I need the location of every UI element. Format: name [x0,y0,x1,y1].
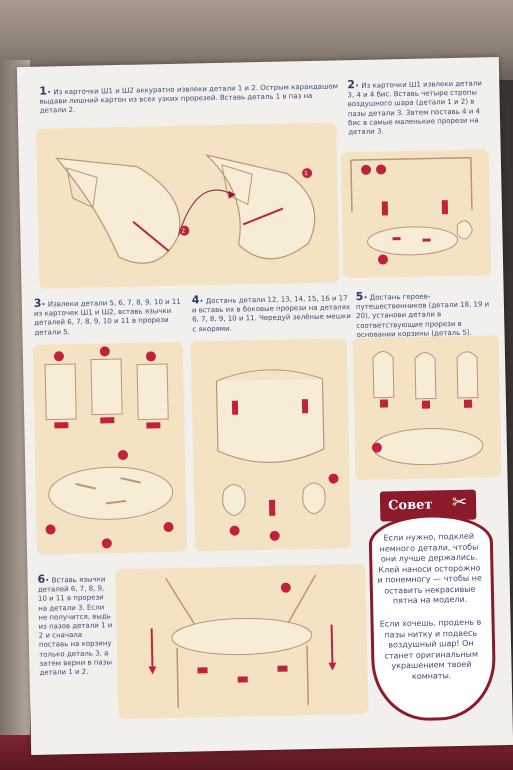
basket-base-drawing [350,156,473,265]
step-1-text: 1• Из карточки Ш1 и Ш2 аккуратно извлеки… [39,82,339,116]
step-4-text: 4• Достань детали 12, 13, 14, 15, 16 и 1… [191,293,351,334]
step-2-illustration [340,149,492,279]
final-assembly-drawing [148,574,337,708]
instruction-page: 1• Из карточки Ш1 и Ш2 аккуратно извлеки… [16,57,513,755]
tip-paragraph-2: Если хочешь, продень в пазы нитку и подв… [379,617,482,681]
step-6-illustration [115,563,369,720]
step-1-illustration: 2 1 [36,122,340,289]
basket-assembled-drawing [215,369,339,541]
scissors-icon: ✂ [451,491,468,514]
step-5-illustration [352,335,502,481]
step-3-illustration [32,341,188,555]
step-5-text: 5• Достань героев-путешественников (дета… [355,289,490,339]
basket-walls-drawing [44,346,174,549]
tip-title: Совет [387,497,433,514]
balloon-parts-drawing [55,154,316,264]
step-4-illustration [190,338,351,552]
step-2-text: 2• Из карточки Ш1 извлеки детали 3, 4 и … [347,78,482,137]
part-label: 1 [304,170,309,178]
tip-paragraph-1: Если нужно, подклей немного детали, чтоб… [377,531,482,606]
step-3-text: 3• Извлеки детали 5, 6, 7, 8, 9, 10 и 11… [33,296,181,337]
part-label: 2 [181,227,186,235]
step-6-text: 6• Вставь язычки деталей 6, 7, 8, 9, 10 … [37,572,113,677]
travellers-drawing [371,351,484,466]
